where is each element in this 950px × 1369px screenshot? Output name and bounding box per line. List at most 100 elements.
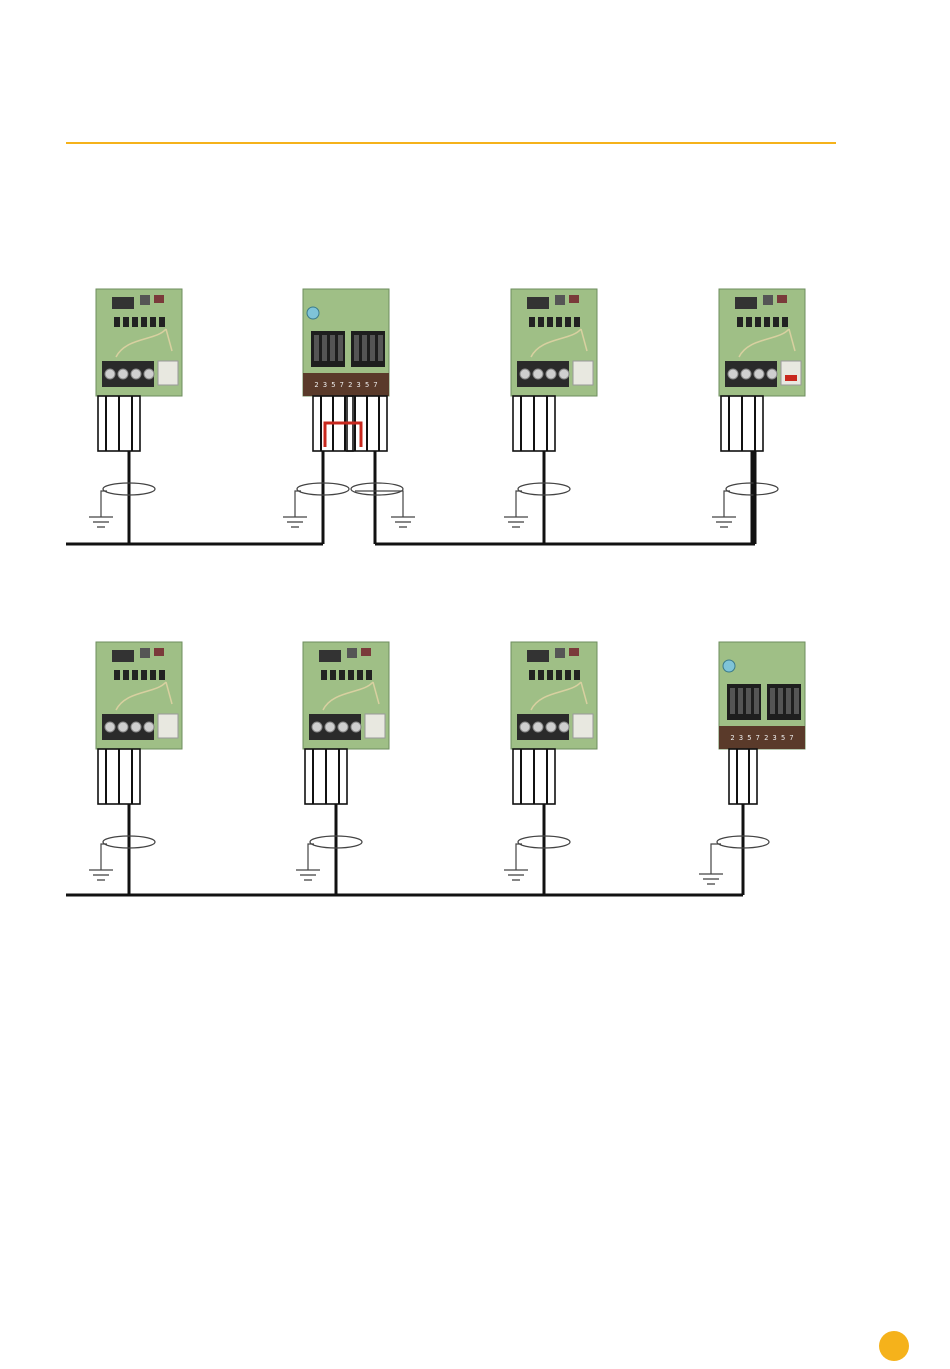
side-connector bbox=[573, 714, 593, 738]
header-pin bbox=[141, 317, 147, 327]
terminal-labels: 2 3 5 7 2 3 5 7 bbox=[730, 734, 793, 742]
connector-pin bbox=[730, 688, 735, 714]
header-pin bbox=[565, 317, 571, 327]
ground-icon bbox=[296, 870, 320, 880]
connector-pin bbox=[754, 688, 759, 714]
terminal-screw bbox=[144, 722, 154, 732]
header-pin bbox=[547, 670, 553, 680]
header-pin bbox=[357, 670, 363, 680]
page-badge bbox=[879, 1331, 909, 1361]
ground-icon bbox=[391, 517, 415, 527]
chip bbox=[319, 650, 341, 662]
shield-drain bbox=[516, 491, 522, 517]
header-pin bbox=[782, 317, 788, 327]
module-2-3 bbox=[504, 642, 597, 895]
header-pin bbox=[556, 317, 562, 327]
terminal-screw bbox=[351, 722, 361, 732]
connector-pin bbox=[314, 335, 319, 361]
chip bbox=[555, 295, 565, 305]
bus-segment-row-1: 2 3 5 7 2 3 5 7 bbox=[66, 289, 805, 544]
hub-board: 2 3 5 7 2 3 5 7 bbox=[719, 642, 805, 749]
header-pin bbox=[773, 317, 779, 327]
shield-drain bbox=[711, 844, 721, 874]
header-pin bbox=[330, 670, 336, 680]
connector-pin bbox=[322, 335, 327, 361]
chip bbox=[361, 648, 371, 656]
terminal-screw bbox=[144, 369, 154, 379]
header-pin bbox=[339, 670, 345, 680]
header-pin bbox=[556, 670, 562, 680]
terminal-screw bbox=[118, 722, 128, 732]
terminal-screw bbox=[741, 369, 751, 379]
header-pin bbox=[123, 317, 129, 327]
side-connector bbox=[781, 361, 801, 385]
chip bbox=[735, 297, 757, 309]
header-pin bbox=[574, 317, 580, 327]
header-pin bbox=[150, 317, 156, 327]
sensor-board bbox=[96, 289, 182, 396]
header-pin bbox=[565, 670, 571, 680]
shield-drain bbox=[101, 844, 107, 870]
module-2-2 bbox=[296, 642, 389, 895]
connector-pin bbox=[794, 688, 799, 714]
connector-pin bbox=[362, 335, 367, 361]
header-pin bbox=[114, 317, 120, 327]
shield-drain bbox=[308, 844, 314, 870]
chip bbox=[569, 295, 579, 303]
chip bbox=[154, 648, 164, 656]
header-pin bbox=[574, 670, 580, 680]
chip bbox=[763, 295, 773, 305]
sensor-board bbox=[511, 289, 597, 396]
chip bbox=[527, 650, 549, 662]
header-pin bbox=[159, 317, 165, 327]
connector-pin bbox=[378, 335, 383, 361]
terminal-screw bbox=[312, 722, 322, 732]
indicator-led bbox=[785, 375, 797, 381]
chip bbox=[777, 295, 787, 303]
ground-icon bbox=[89, 517, 113, 527]
terminal-screw bbox=[533, 369, 543, 379]
side-connector bbox=[573, 361, 593, 385]
ground-icon bbox=[283, 517, 307, 527]
header-pin bbox=[159, 670, 165, 680]
chip bbox=[140, 648, 150, 658]
shield-drain bbox=[724, 491, 730, 517]
header-pin bbox=[538, 317, 544, 327]
header-pin bbox=[746, 317, 752, 327]
header-pin bbox=[114, 670, 120, 680]
header-pin bbox=[366, 670, 372, 680]
terminal-screw bbox=[546, 722, 556, 732]
terminal-screw bbox=[105, 369, 115, 379]
header-pin bbox=[538, 670, 544, 680]
chip bbox=[140, 295, 150, 305]
header-pin bbox=[764, 317, 770, 327]
module-1-4 bbox=[712, 289, 805, 544]
bus-segment-row-2: 2 3 5 7 2 3 5 7 bbox=[66, 642, 805, 895]
shield-drain bbox=[516, 844, 522, 870]
header-pin bbox=[547, 317, 553, 327]
terminal-screw bbox=[533, 722, 543, 732]
header-pin bbox=[348, 670, 354, 680]
connector-pin bbox=[778, 688, 783, 714]
terminal-screw bbox=[559, 722, 569, 732]
ground-icon bbox=[504, 517, 528, 527]
hub-board: 2 3 5 7 2 3 5 7 bbox=[303, 289, 389, 396]
header-pin bbox=[132, 317, 138, 327]
connector-pin bbox=[738, 688, 743, 714]
logo-badge bbox=[723, 660, 735, 672]
chip bbox=[112, 650, 134, 662]
sensor-board bbox=[96, 642, 182, 749]
sensor-board bbox=[303, 642, 389, 749]
ground-icon bbox=[699, 874, 723, 884]
chip bbox=[555, 648, 565, 658]
module-2-4: 2 3 5 7 2 3 5 7 bbox=[699, 642, 805, 895]
terminal-screw bbox=[520, 369, 530, 379]
terminal-screw bbox=[546, 369, 556, 379]
terminal-screw bbox=[118, 369, 128, 379]
header-pin bbox=[755, 317, 761, 327]
connector-pin bbox=[354, 335, 359, 361]
header-pin bbox=[123, 670, 129, 680]
chip bbox=[154, 295, 164, 303]
chip bbox=[527, 297, 549, 309]
